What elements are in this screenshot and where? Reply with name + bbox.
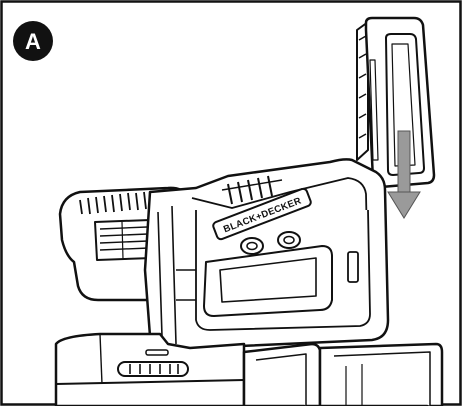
step-badge-circle bbox=[13, 21, 53, 61]
step-badge: A bbox=[13, 21, 53, 61]
insert-direction-arrow bbox=[387, 130, 421, 219]
step-badge-label: A bbox=[25, 29, 41, 54]
side-indicator bbox=[347, 251, 359, 283]
dust-box bbox=[242, 342, 444, 406]
speed-slider bbox=[117, 349, 189, 377]
sander-body: BLACK+DECKER bbox=[58, 158, 390, 352]
sander-base bbox=[54, 332, 246, 406]
